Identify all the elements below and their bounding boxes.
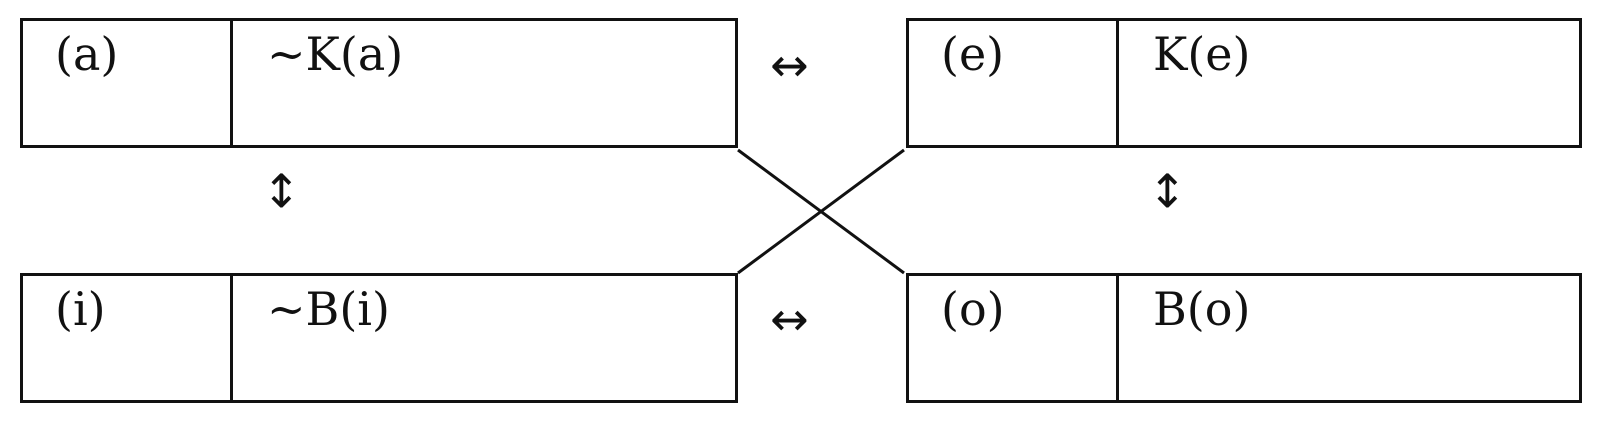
up-down-arrow-left: ↕	[262, 164, 301, 218]
box-a: (a) ~K(a)	[20, 18, 738, 148]
box-e-formula-cell: K(e)	[1119, 21, 1579, 145]
box-i-tag: (i)	[55, 282, 106, 336]
box-o-formula-cell: B(o)	[1119, 276, 1579, 400]
box-i-tag-cell: (i)	[23, 276, 233, 400]
box-i-formula: ~B(i)	[267, 282, 390, 336]
box-e: (e) K(e)	[906, 18, 1582, 148]
box-e-formula: K(e)	[1153, 27, 1251, 81]
diagonal-a-to-o	[737, 148, 905, 275]
box-a-tag: (a)	[55, 27, 119, 81]
box-a-tag-cell: (a)	[23, 21, 233, 145]
box-o-tag: (o)	[941, 282, 1005, 336]
left-right-arrow-bottom: ↔	[770, 292, 809, 346]
box-o: (o) B(o)	[906, 273, 1582, 403]
box-i-formula-cell: ~B(i)	[233, 276, 735, 400]
box-e-tag: (e)	[941, 27, 1005, 81]
box-a-formula-cell: ~K(a)	[233, 21, 735, 145]
box-o-formula: B(o)	[1153, 282, 1251, 336]
box-i: (i) ~B(i)	[20, 273, 738, 403]
up-down-arrow-right: ↕	[1148, 164, 1187, 218]
left-right-arrow-top: ↔	[770, 38, 809, 92]
box-a-formula: ~K(a)	[267, 27, 404, 81]
box-o-tag-cell: (o)	[909, 276, 1119, 400]
diagonal-i-to-e	[737, 148, 905, 275]
box-e-tag-cell: (e)	[909, 21, 1119, 145]
